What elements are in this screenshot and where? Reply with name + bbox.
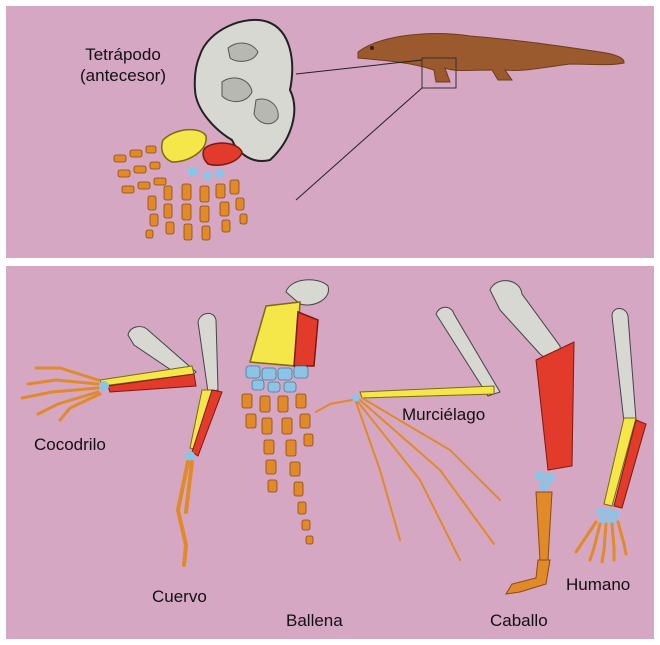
crocodile-limb [22,327,196,420]
whale-label: Ballena [286,610,343,631]
tetrapod-label-line2: (antecesor) [68,65,178,86]
human-limb [576,309,646,563]
crocodile-label: Cocodrilo [34,434,106,455]
human-label: Humano [566,574,630,595]
tetrapod-animal [358,34,624,82]
crow-limb [178,313,222,565]
tetrapod-label-line1: Tetrápodo [68,44,178,65]
tetrapod-label: Tetrápodo (antecesor) [68,44,178,86]
bat-limb [316,307,500,560]
zoom-line-upper [296,60,422,74]
bat-label: Murciélago [402,404,485,425]
horse-limb [490,281,574,594]
crow-label: Cuervo [152,586,207,607]
zoom-line-lower [296,88,422,200]
horse-label: Caballo [490,610,548,631]
